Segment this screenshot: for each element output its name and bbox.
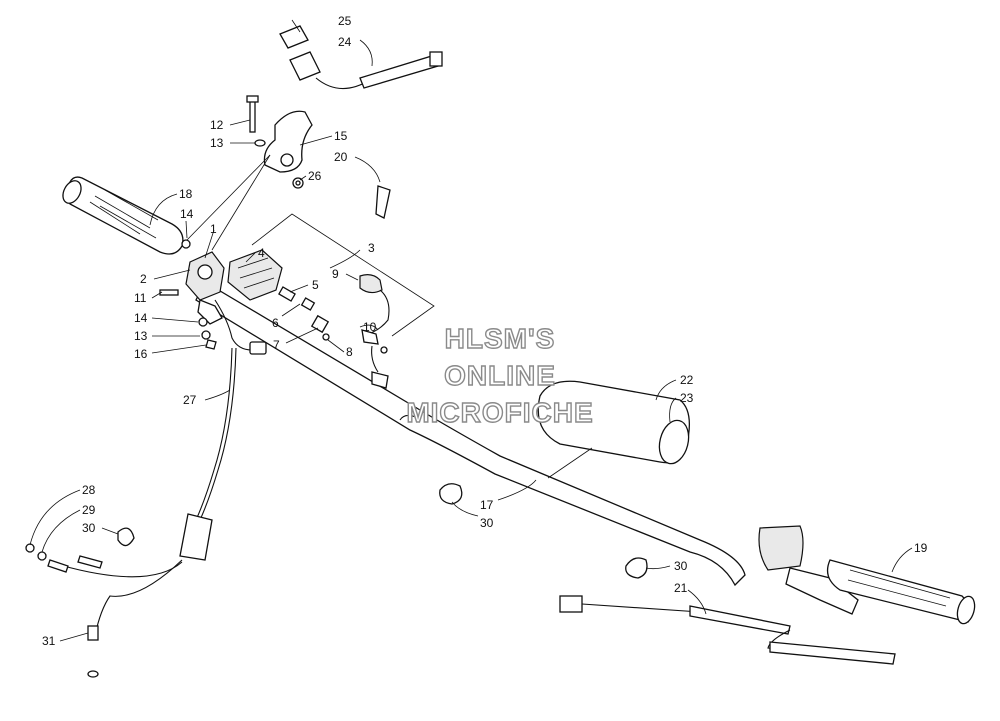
callout-13-upper: 13 (210, 136, 224, 150)
callout-25: 25 (338, 14, 352, 28)
callout-19: 19 (914, 541, 928, 555)
callout-30-right: 30 (674, 559, 688, 573)
callout-30-middle: 30 (480, 516, 494, 530)
heater-wire-21 (559, 595, 896, 665)
callout-15: 15 (334, 129, 348, 143)
connector-25 (279, 25, 309, 49)
clamp-30-right (625, 557, 648, 579)
callout-30-left: 30 (82, 521, 96, 535)
washer-13-upper (254, 139, 266, 147)
handlebar-pad-part (537, 380, 691, 465)
clamp-30-middle (439, 483, 463, 505)
callout-9: 9 (332, 267, 339, 281)
callout-23: 23 (680, 391, 694, 405)
throttle-housing-part (185, 251, 225, 325)
callout-21: 21 (674, 581, 688, 595)
bolt-12 (246, 95, 259, 133)
handlebar-part (195, 281, 746, 587)
watermark: HLSM'S ONLINE MICROFICHE (406, 322, 594, 428)
switch-parts (278, 274, 390, 389)
callout-2: 2 (140, 272, 147, 286)
watermark-line-3: MICROFICHE (406, 397, 593, 428)
brake-master-cylinder (758, 525, 859, 615)
callout-3: 3 (368, 241, 375, 255)
callout-17: 17 (480, 498, 494, 512)
throttle-lever-part (227, 249, 283, 301)
callout-12: 12 (210, 118, 224, 132)
switch-cable-20 (375, 185, 391, 219)
throttle-cable-27 (59, 347, 237, 641)
switch-wire-left (214, 299, 267, 355)
callout-22: 22 (680, 373, 694, 387)
callout-11: 11 (134, 291, 147, 305)
cable-end-parts (25, 543, 103, 678)
callout-1: 1 (210, 222, 217, 236)
callout-13-lower: 13 (134, 329, 148, 343)
callout-27: 27 (183, 393, 197, 407)
small-hardware-left (159, 239, 217, 350)
watermark-line-2: ONLINE (444, 360, 556, 391)
harness-24 (289, 51, 443, 90)
callout-5: 5 (312, 278, 319, 292)
callout-6: 6 (272, 316, 279, 330)
callout-18: 18 (179, 187, 193, 201)
callout-8: 8 (346, 345, 353, 359)
left-grip-part (62, 176, 184, 255)
callout-16: 16 (134, 347, 148, 361)
callout-29: 29 (82, 503, 96, 517)
callout-26: 26 (308, 169, 322, 183)
callout-10: 10 (363, 320, 377, 334)
callout-28: 28 (82, 483, 96, 497)
callout-4: 4 (258, 246, 265, 260)
callout-20: 20 (334, 150, 348, 164)
callout-24: 24 (338, 35, 352, 49)
nut-26 (292, 177, 304, 189)
callout-7: 7 (273, 338, 280, 352)
bracket-part-15 (263, 110, 313, 173)
clamp-30-left (117, 527, 135, 547)
callout-14-upper: 14 (180, 207, 194, 221)
callout-14-lower: 14 (134, 311, 148, 325)
right-grip-part (826, 559, 976, 625)
watermark-line-1: HLSM'S (445, 323, 556, 354)
callout-labels: 25 24 12 13 15 20 26 18 14 1 4 3 2 11 9 … (42, 14, 928, 648)
callout-31: 31 (42, 634, 56, 648)
leader-lines (29, 19, 913, 642)
